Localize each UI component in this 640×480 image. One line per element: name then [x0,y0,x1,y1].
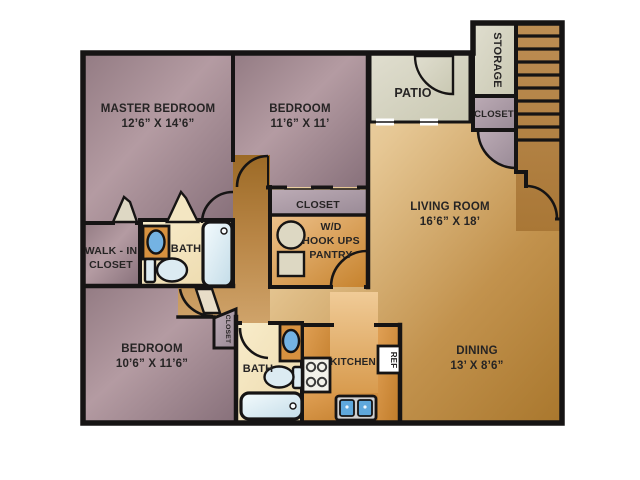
master-bedroom-floor [83,53,233,223]
drain [345,405,349,409]
bath2-label: BATH [243,363,274,375]
sink-basin [281,328,301,354]
living-room-dims: 16’6” X 18’ [420,216,480,228]
bedroom3-label: BEDROOM [121,343,182,355]
master-bedroom-label: MASTER BEDROOM [101,103,216,115]
toilet-bowl [263,365,295,389]
bedroom3-dims: 10’6” X 11’6” [116,358,188,370]
kitchen-label: KITCHEN [330,357,376,368]
laundry-label-2: HOOK UPS [302,235,360,247]
kitchen-floor [330,292,378,393]
walk-in-closet-floor [83,223,140,286]
laundry-label-1: W/D [320,221,341,233]
drain [363,405,367,409]
toilet-tank [143,257,157,284]
walk-in-closet-label-1: WALK - IN [85,245,138,257]
stove [301,356,332,394]
sink-basin [146,229,166,255]
refrigerator-box [376,344,402,375]
bedroom2-closet-floor [270,190,368,215]
bathtub [201,220,234,288]
bedroom2-label: BEDROOM [269,103,330,115]
bedroom2-closet-label: CLOSET [296,199,340,211]
dryer [276,250,306,278]
bedroom3-door [194,287,222,315]
door-arcs [178,154,562,360]
master-bath-fixtures [141,220,234,288]
laundry-label-3: PANTRY [309,249,352,261]
bedroom3-closet-label: CLOSET [224,315,231,344]
refrigerator-label: REF [389,352,398,369]
burner [305,361,317,373]
toilet-bowl [155,257,189,283]
patio-label: PATIO [394,86,431,100]
walk-in-closet-label-2: CLOSET [89,259,133,271]
burner [305,376,317,388]
living-room-label: LIVING ROOM [410,201,490,213]
washer [276,220,306,250]
walk-in-closet-door [111,195,139,224]
dining-label: DINING [456,345,497,357]
laundry-fixtures [276,220,306,278]
kitchen-fixtures [301,344,402,422]
bedroom2-dims: 11’6” X 11’ [270,118,329,130]
tub-drain [220,227,228,235]
patio-windows [376,118,438,126]
dining-dims: 13’ X 8’6” [450,360,503,372]
open-door-leaves [111,189,222,315]
entry-closet-floor [473,96,516,130]
bathtub [239,391,304,421]
hallway-floor [178,155,270,323]
master-bedroom-dims: 12’6” X 14’6” [122,118,195,130]
master-bath-label: BATH [171,243,202,255]
stair-treads [514,34,564,142]
entry-closet-label: CLOSET [474,109,514,120]
storage-floor [473,23,516,96]
patio-door-swing [413,54,455,96]
burner [316,361,328,373]
storage-label: STORAGE [491,32,503,88]
burner [316,376,328,388]
entry-closet-door-swing [476,128,518,170]
tub-drain [289,402,297,410]
master-bath-door [165,189,200,224]
